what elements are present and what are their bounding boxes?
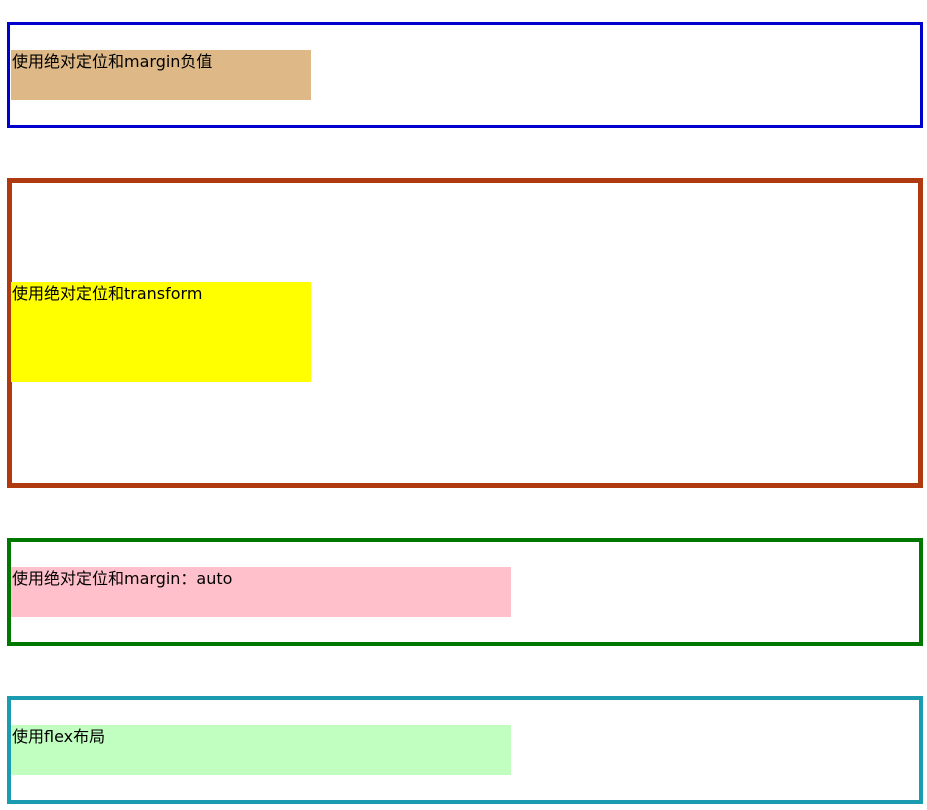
demo-container-transform: 使用绝对定位和transform — [7, 178, 923, 488]
centered-box-transform: 使用绝对定位和transform — [11, 282, 311, 382]
centered-box-flex: 使用flex布局 — [11, 725, 511, 775]
centered-box-margin-auto: 使用绝对定位和margin：auto — [11, 567, 511, 617]
demo-container-margin-auto: 使用绝对定位和margin：auto — [7, 538, 923, 646]
demo-container-flex: 使用flex布局 — [7, 696, 923, 804]
centered-box-margin-negative: 使用绝对定位和margin负值 — [11, 50, 311, 100]
demo-container-margin-negative: 使用绝对定位和margin负值 — [7, 22, 923, 128]
